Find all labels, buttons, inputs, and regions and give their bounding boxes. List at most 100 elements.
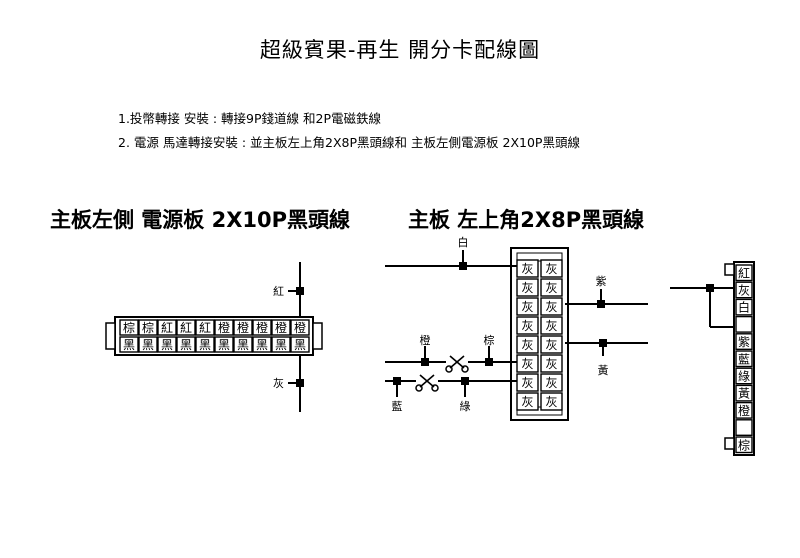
side-pin-6: 藍	[735, 350, 753, 368]
main-pin-left-4: 灰	[516, 316, 539, 335]
power-pin-top-1: 棕	[119, 319, 139, 336]
main-pin-right-5-label: 灰	[545, 338, 557, 352]
yellow-splice	[599, 339, 607, 347]
connector-latch-bottom	[516, 406, 563, 416]
side-ear-bottom	[724, 437, 735, 450]
power-pin-bottom-9-label: 黑	[275, 338, 287, 352]
power-pin-bottom-7-label: 黑	[237, 338, 249, 352]
power-pin-top-4: 紅	[176, 319, 196, 336]
purple-splice	[597, 300, 605, 308]
yellow-label: 黃	[598, 364, 609, 377]
side-pin-8: 黃	[735, 384, 753, 402]
power-pin-bottom-3-label: 黑	[161, 338, 173, 352]
main-pin-right-3-label: 灰	[545, 300, 557, 314]
power-pin-top-7-label: 橙	[237, 320, 249, 335]
power-pin-top-2: 棕	[138, 319, 158, 336]
orange-label: 橙	[420, 333, 431, 347]
power-pin-top-9-label: 橙	[275, 320, 287, 335]
main-pin-left-1-label: 灰	[521, 262, 533, 276]
main-pin-left-8-label: 灰	[521, 395, 533, 409]
power-pin-top-9: 橙	[271, 319, 291, 336]
side-pin-5-label: 紫	[738, 335, 750, 349]
connector-latch-top	[516, 252, 563, 262]
power-pin-top-1-label: 棕	[123, 320, 135, 335]
tap-bottom-label: 灰	[273, 376, 284, 390]
main-pin-right-6-label: 灰	[545, 357, 557, 371]
side-pin-11: 棕	[735, 436, 753, 454]
main-pin-right-5: 灰	[540, 335, 563, 354]
side-pin-7-label: 綠	[738, 369, 750, 383]
power-pin-top-2-label: 棕	[142, 320, 154, 335]
page-title: 超級賓果-再生 開分卡配線圖	[259, 38, 541, 62]
main-pin-right-8-label: 灰	[545, 395, 557, 409]
side-pin-9-label: 橙	[738, 403, 750, 418]
install-note-1: 1.投幣轉接 安裝 : 轉接9P錢道線 和2P電磁鉄線	[118, 111, 382, 126]
white-splice	[459, 262, 467, 270]
main-pin-right-2: 灰	[540, 278, 563, 297]
power-pin-bottom-2-label: 黑	[142, 338, 154, 352]
purple-label: 紫	[596, 275, 607, 288]
power-board-title: 主板左側 電源板 2X10P黑頭線	[50, 208, 351, 232]
main-pin-right-2-label: 灰	[545, 281, 557, 295]
power-pin-top-7: 橙	[233, 319, 253, 336]
side-pin-1: 紅	[735, 264, 753, 282]
side-pin-10	[735, 419, 753, 436]
side-pin-7: 綠	[735, 367, 753, 385]
main-pin-right-4-label: 灰	[545, 319, 557, 333]
power-pin-top-3-label: 紅	[161, 321, 173, 335]
power-pin-bottom-6-label: 黑	[218, 338, 230, 352]
install-note-2: 2. 電源 馬達轉接安裝 : 並主板左上角2X8P黑頭線和 主板左側電源板 2X…	[118, 135, 580, 150]
power-pin-top-3: 紅	[157, 319, 177, 336]
side-pin-11-label: 棕	[738, 437, 750, 452]
power-pin-top-6-label: 橙	[218, 320, 230, 335]
mainboard-connector-title: 主板 左上角2X8P黑頭線	[408, 208, 645, 232]
scissors-icon-1	[445, 353, 469, 373]
power-pin-top-6: 橙	[214, 319, 234, 336]
main-pin-right-4: 灰	[540, 316, 563, 335]
main-pin-right-6: 灰	[540, 354, 563, 373]
main-pin-left-1: 灰	[516, 259, 539, 278]
main-pin-right-1-label: 灰	[545, 262, 557, 276]
power-pin-top-10-label: 橙	[294, 320, 306, 335]
side-pin-2-label: 灰	[738, 283, 750, 297]
main-pin-left-4-label: 灰	[521, 319, 533, 333]
main-pin-left-3: 灰	[516, 297, 539, 316]
brown-splice	[485, 358, 493, 366]
power-pin-bottom-6: 黑	[214, 336, 234, 353]
power-pin-bottom-7: 黑	[233, 336, 253, 353]
tap-splice-top	[296, 287, 304, 295]
power-pin-top-10: 橙	[290, 319, 310, 336]
side-pin-1-label: 紅	[738, 266, 750, 280]
green-splice	[461, 377, 469, 385]
main-pin-left-5-label: 灰	[521, 338, 533, 352]
power-pin-top-5: 紅	[195, 319, 215, 336]
main-pin-left-7: 灰	[516, 373, 539, 392]
side-pin-3: 白	[735, 298, 753, 316]
power-pin-bottom-1-label: 黑	[123, 338, 135, 352]
power-board-connector: 紅 灰 棕棕紅紅紅橙橙橙橙橙黑黑黑黑黑黑黑黑黑黑	[105, 262, 323, 412]
side-pin-4	[735, 315, 753, 333]
main-pin-left-5: 灰	[516, 335, 539, 354]
power-pin-bottom-4: 黑	[176, 336, 196, 353]
side-pin-6-label: 藍	[738, 352, 750, 366]
main-pin-left-6-label: 灰	[521, 357, 533, 371]
power-pin-bottom-5-label: 黑	[199, 338, 211, 352]
power-pin-bottom-10-label: 黑	[294, 338, 306, 352]
tap-splice-bottom	[296, 379, 304, 387]
main-pin-left-8: 灰	[516, 392, 539, 411]
connector-ear-right	[312, 322, 323, 350]
side-ear-top	[724, 263, 735, 276]
power-pin-bottom-9: 黑	[271, 336, 291, 353]
power-pin-bottom-1: 黑	[119, 336, 139, 353]
main-pin-right-8: 灰	[540, 392, 563, 411]
side-pin-3-label: 白	[738, 300, 750, 315]
side-pin-5: 紫	[735, 333, 753, 350]
main-pin-right-7: 灰	[540, 373, 563, 392]
side-pin-9: 橙	[735, 401, 753, 419]
blue-label: 藍	[392, 400, 403, 413]
orange-splice	[421, 358, 429, 366]
main-pin-right-3: 灰	[540, 297, 563, 316]
connector-ear-left	[105, 322, 116, 350]
